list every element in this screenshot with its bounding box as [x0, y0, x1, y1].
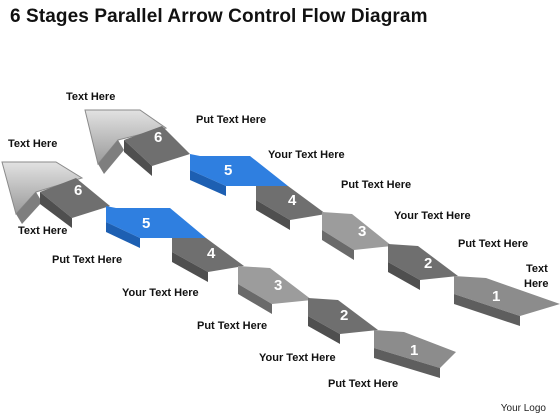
- lower-head-label: Text Here: [8, 138, 57, 150]
- stage-number: 2: [424, 255, 432, 272]
- lower-stage-3-label: Put Text Here: [197, 320, 267, 332]
- lower-stage-2-label: Your Text Here: [259, 352, 336, 364]
- stage-number: 2: [340, 307, 348, 324]
- upper-stage-3-label: Your Text Here: [394, 210, 471, 222]
- lower-stage-3: 3: [238, 266, 312, 314]
- stage-number: 5: [224, 162, 232, 179]
- stage-number: 3: [358, 223, 366, 240]
- lower-stage-1-label: Put Text Here: [328, 378, 398, 390]
- lower-arrow-head-side: [16, 192, 42, 224]
- upper-tail-label-line2: Here: [524, 278, 548, 290]
- stage-number: 4: [207, 245, 216, 262]
- stage-number: 6: [74, 182, 82, 199]
- lower-side-label: Text Here: [18, 225, 67, 237]
- diagram-title: 6 Stages Parallel Arrow Control Flow Dia…: [10, 6, 428, 27]
- upper-arrow-head-side: [98, 140, 124, 174]
- lower-stage-2: 2: [308, 298, 378, 344]
- stage-number: 3: [274, 277, 282, 294]
- lower-stage-4: 4: [172, 238, 244, 282]
- upper-stage-2-label: Put Text Here: [458, 238, 528, 250]
- upper-stage-4: 4: [256, 186, 326, 230]
- upper-stage-1: 1: [454, 276, 560, 326]
- lower-stage-5-label: Put Text Here: [52, 254, 122, 266]
- lower-arrow: 6 5 4 3 2 1: [1, 161, 456, 378]
- logo-text: Your Logo: [500, 403, 546, 414]
- lower-stage-6: 6: [40, 178, 110, 228]
- stage-number: 6: [154, 129, 162, 146]
- upper-stage-6-label: Put Text Here: [196, 114, 266, 126]
- stage-number: 1: [410, 342, 418, 359]
- upper-tail-label: Text Here: [524, 263, 551, 290]
- upper-stage-6: 6: [124, 126, 190, 176]
- upper-stage-3: 3: [322, 212, 392, 260]
- upper-stage-2: 2: [388, 244, 458, 290]
- stage-number: 5: [142, 215, 150, 232]
- stage-number: 4: [288, 192, 297, 209]
- upper-stage-5-label: Your Text Here: [268, 149, 345, 161]
- upper-head-label: Text Here: [66, 91, 115, 103]
- lower-stage-5: 5: [106, 206, 206, 248]
- upper-tail-label-line1: Text: [526, 263, 548, 275]
- upper-arrow: 6 5 4 3 2 1: [84, 109, 560, 326]
- upper-stage-5: 5: [190, 154, 288, 196]
- upper-stage-4-label: Put Text Here: [341, 179, 411, 191]
- lower-stage-4-label: Your Text Here: [122, 287, 199, 299]
- lower-stage-1: 1: [374, 330, 456, 378]
- stage-number: 1: [492, 288, 500, 305]
